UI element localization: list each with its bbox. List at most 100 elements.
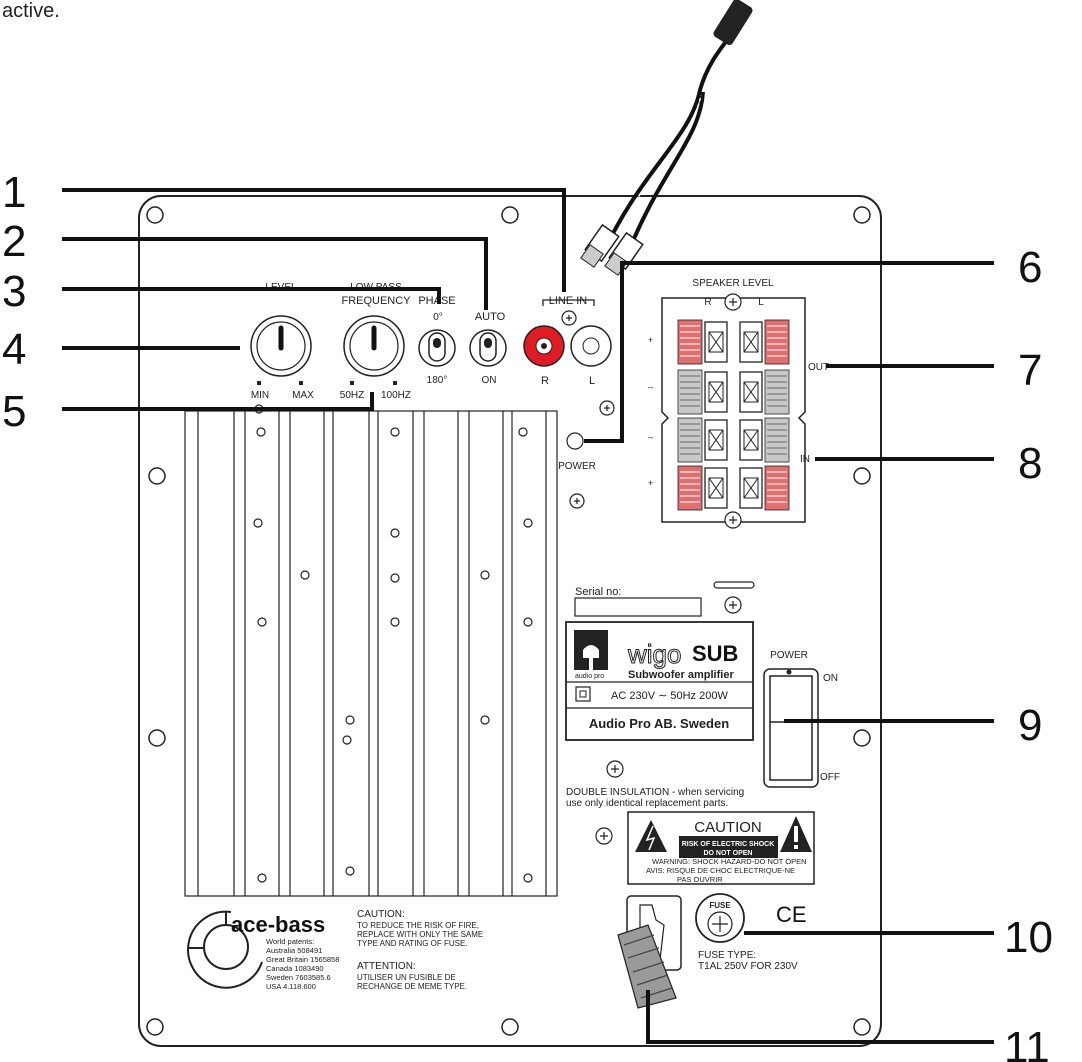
callout-4: 4 xyxy=(2,325,26,374)
callout-2: 2 xyxy=(2,217,26,266)
audio-pro-text: audio pro xyxy=(575,673,604,680)
speaker-terminal-block xyxy=(661,297,806,523)
screw-icon xyxy=(569,493,585,509)
rating-label: AC 230V ∼ 50Hz 200W xyxy=(611,690,728,702)
rca-cable xyxy=(580,0,753,276)
rca-left-input[interactable] xyxy=(570,325,612,367)
subwoofer-amp-label: Subwoofer amplifier xyxy=(628,669,734,681)
mounting-holes xyxy=(146,206,871,1036)
screw-icon xyxy=(724,596,742,614)
screw-icon xyxy=(724,293,742,311)
wigo-wordmark: wigo xyxy=(627,639,681,669)
fuse-holder[interactable] xyxy=(695,893,745,943)
screw-icon xyxy=(606,760,624,778)
level-min-label: MIN xyxy=(251,390,269,401)
speaker-minus-top: – xyxy=(648,382,653,392)
callout-9: 9 xyxy=(1018,701,1042,750)
double-insulation-icon xyxy=(575,686,591,702)
caution-line-2: DO NOT OPEN xyxy=(703,850,752,857)
warning-line-3: PAS OUVRIR xyxy=(677,875,723,884)
level-knob[interactable] xyxy=(250,315,312,385)
caution-label xyxy=(627,811,815,885)
line-in-bracket xyxy=(542,299,595,306)
serial-field xyxy=(574,597,702,617)
auto-switch[interactable] xyxy=(469,329,507,367)
speaker-l-label: L xyxy=(758,297,764,308)
rca-l-label: L xyxy=(589,375,595,387)
header-fragment: active. xyxy=(2,0,60,22)
screw-icon xyxy=(595,827,613,845)
fuse-cap-label: FUSE xyxy=(709,901,731,910)
screw-line-in xyxy=(561,310,577,326)
power-led-label: POWER xyxy=(558,461,596,472)
heatsink xyxy=(184,404,558,897)
patent-line: Sweden 7603585.6 xyxy=(266,973,331,982)
callout-8: 8 xyxy=(1018,439,1042,488)
product-label-plate xyxy=(565,621,754,741)
slot xyxy=(713,581,755,589)
maker-label: Audio Pro AB. Sweden xyxy=(589,716,729,731)
fuse-caution-line: REPLACE WITH ONLY THE SAME xyxy=(357,930,483,939)
speaker-in-label: IN xyxy=(800,454,810,465)
attention-title: ATTENTION: xyxy=(357,961,416,972)
callout-10: 10 xyxy=(1004,913,1053,962)
ace-bass-logo xyxy=(187,910,263,989)
attention-line: RECHANGE DE MEME TYPE. xyxy=(357,982,467,991)
power-cord xyxy=(617,895,682,1009)
callout-3: 3 xyxy=(2,267,26,316)
speaker-out-label: OUT xyxy=(808,362,829,373)
auto-label: AUTO xyxy=(475,311,506,323)
fuse-caution-title: CAUTION: xyxy=(357,909,405,920)
line-in-label: LINE IN xyxy=(549,295,588,307)
panel-outline xyxy=(138,195,882,1047)
speaker-plus-bottom: + xyxy=(648,478,653,488)
callout-1: 1 xyxy=(2,168,26,217)
fuse-caution-line: TYPE AND RATING OF FUSE. xyxy=(357,939,468,948)
ace-bass-wordmark: ace-bass xyxy=(231,912,325,937)
patent-line: Great Britain 1565858 xyxy=(266,955,339,964)
caution-title: CAUTION xyxy=(694,819,762,836)
speaker-r-label: R xyxy=(704,297,711,308)
speaker-terminals[interactable] xyxy=(677,319,790,511)
patent-line: World patents: xyxy=(266,937,314,946)
serial-label: Serial no: xyxy=(575,586,621,598)
sub-wordmark: SUB xyxy=(692,641,738,666)
power-led xyxy=(566,432,584,450)
freq-100hz-label: 100HZ xyxy=(381,390,411,401)
power-switch-title: POWER xyxy=(770,650,808,661)
fuse-caution-line: TO REDUCE THE RISK OF FIRE, xyxy=(357,921,479,930)
screw-icon xyxy=(724,511,742,529)
warning-line-2: AVIS: RISQUE DE CHOC ELECTRIQUE-NE xyxy=(646,866,795,875)
callout-6: 6 xyxy=(1018,243,1042,292)
rca-r-label: R xyxy=(541,375,549,387)
power-switch[interactable] xyxy=(763,668,819,788)
callout-11: 11 xyxy=(1004,1023,1050,1062)
fuse-rating-label: T1AL 250V FOR 230V xyxy=(698,961,798,972)
warning-line-1: WARNING: SHOCK HAZARD-DO NOT OPEN xyxy=(652,857,807,866)
insulation-line-1: DOUBLE INSULATION - when servicing xyxy=(566,787,744,798)
speaker-level-title: SPEAKER LEVEL xyxy=(692,278,774,289)
caution-line-1: RISK OF ELECTRIC SHOCK xyxy=(682,841,775,848)
ce-mark: CE xyxy=(776,902,807,927)
attention-line: UTILISER UN FUSIBLE DE xyxy=(357,973,456,982)
phase-0-label: 0° xyxy=(433,312,443,323)
auto-on-label: ON xyxy=(482,375,497,386)
fuse-type-label: FUSE TYPE: xyxy=(698,950,756,961)
frequency-label: FREQUENCY xyxy=(341,295,411,307)
level-max-label: MAX xyxy=(292,390,314,401)
rca-right-input[interactable] xyxy=(523,325,565,367)
speaker-plus-top: + xyxy=(648,335,653,345)
power-off-label: OFF xyxy=(820,772,840,783)
patent-line: Australia 508491 xyxy=(266,946,322,955)
screw-icon xyxy=(599,400,615,416)
phase-switch[interactable] xyxy=(418,329,456,367)
callout-5: 5 xyxy=(2,387,26,436)
patent-line: Canada 1083490 xyxy=(266,964,324,973)
callout-lines xyxy=(62,188,994,1044)
insulation-line-2: use only identical replacement parts. xyxy=(566,798,728,809)
freq-50hz-label: 50HZ xyxy=(340,390,364,401)
frequency-knob[interactable] xyxy=(343,315,405,385)
patent-line: USA 4.118.600 xyxy=(266,982,316,991)
power-on-label: ON xyxy=(823,673,838,684)
